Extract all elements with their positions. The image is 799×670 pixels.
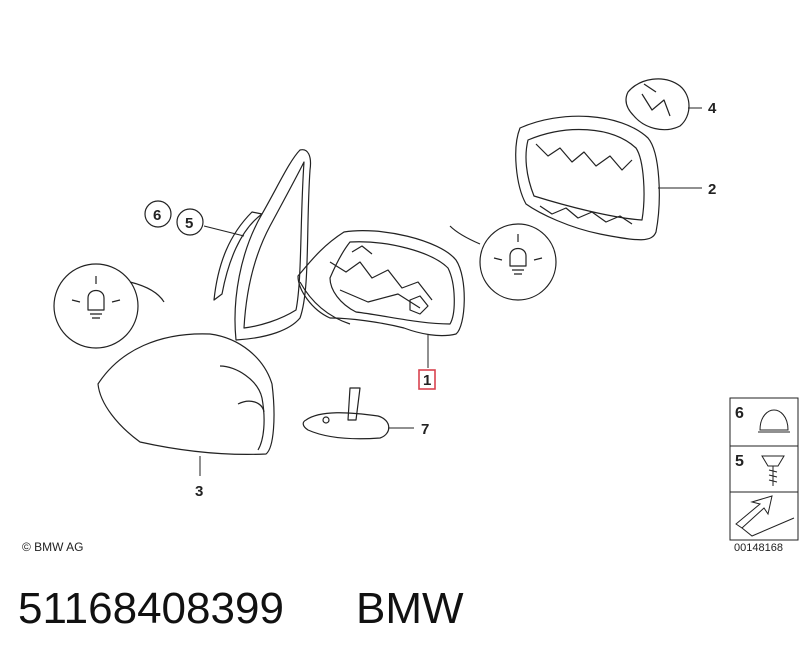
mirror-base-part xyxy=(297,230,465,337)
cap-nut-icon xyxy=(758,409,790,433)
bulb-detail-right xyxy=(449,223,557,301)
legend-label-5: 5 xyxy=(735,453,744,470)
bulb-detail-left xyxy=(53,263,165,349)
callout-4: 4 xyxy=(708,100,717,117)
side-legend-panel xyxy=(729,397,799,541)
callout-7: 7 xyxy=(421,421,429,438)
bulb-cover-part xyxy=(625,78,690,131)
figure-code: 00148168 xyxy=(734,542,783,554)
callout-1-highlighted: 1 xyxy=(418,369,436,390)
legend-label-6: 6 xyxy=(735,405,744,422)
svg-text:6: 6 xyxy=(153,207,161,224)
brand-name: BMW xyxy=(356,584,464,633)
mirror-glass-part xyxy=(213,149,312,341)
svg-text:1: 1 xyxy=(423,372,431,389)
leader-lines xyxy=(199,107,702,476)
callout-labels: 4 2 3 7 6 5 1 xyxy=(144,100,717,500)
base-plate-part xyxy=(302,387,390,440)
mirror-frame-part xyxy=(515,115,660,241)
callout-6-circled: 6 xyxy=(144,200,172,228)
screw-icon xyxy=(761,455,785,486)
callout-3: 3 xyxy=(195,483,203,500)
callout-5-circled: 5 xyxy=(176,208,204,236)
callout-2: 2 xyxy=(708,181,716,198)
svg-text:5: 5 xyxy=(185,215,193,232)
mirror-cap-part xyxy=(97,333,275,455)
copyright-text: © BMW AG xyxy=(22,540,84,554)
part-number: 51168408399 xyxy=(18,584,284,633)
arrow-icon xyxy=(735,495,795,537)
